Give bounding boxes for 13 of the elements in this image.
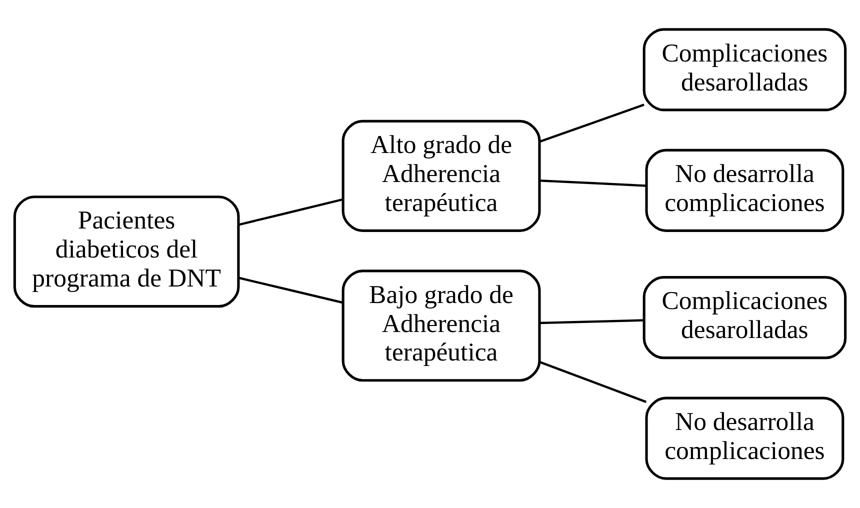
connector (238, 198, 344, 226)
connector (540, 319, 644, 324)
node-box: Bajo grado de Adherencia terapéutica (342, 270, 541, 382)
connector (238, 276, 344, 304)
connector (539, 360, 647, 403)
node-box: Pacientes diabeticos del programa de DNT (13, 196, 240, 308)
node-box: Alto grado de Adherencia terapéutica (342, 120, 541, 232)
node-box: No desarrolla complicaciones (645, 148, 844, 232)
connector (539, 179, 646, 187)
node-box: Complicaciones desarolladas (642, 276, 847, 360)
node-box: No desarrolla complicaciones (645, 396, 844, 480)
connector (539, 104, 644, 143)
node-box: Complicaciones desarolladas (642, 28, 847, 112)
